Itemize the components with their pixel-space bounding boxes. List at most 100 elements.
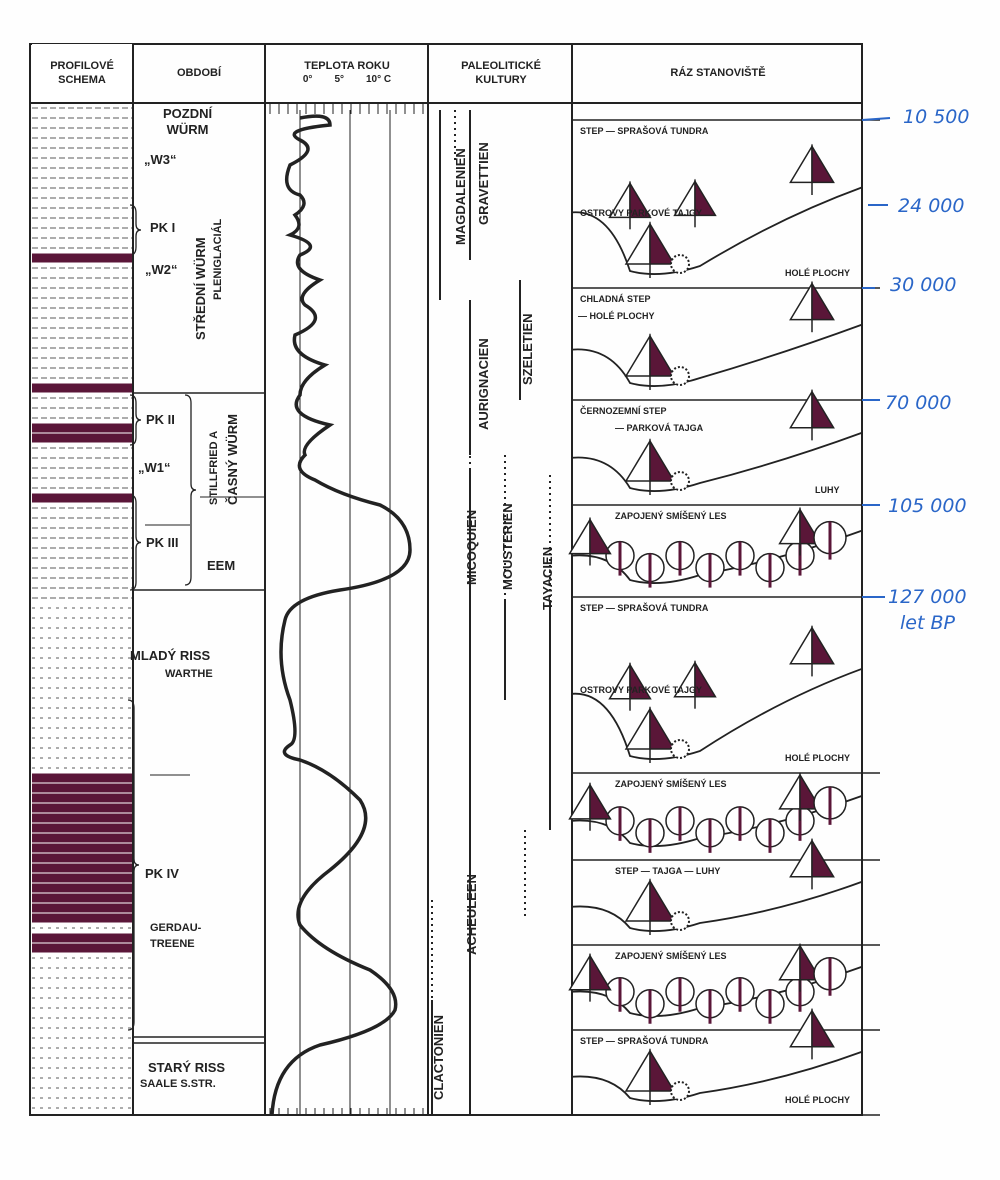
conifer-icon xyxy=(694,660,717,698)
conifer-icon xyxy=(589,782,612,820)
shrub-icon xyxy=(670,1081,690,1101)
habitat-label: CHLADNÁ STEP xyxy=(580,294,651,304)
habitat-label: ZAPOJENÝ SMÍŠENÝ LES xyxy=(615,779,727,789)
shrub-icon xyxy=(670,254,690,274)
conifer-icon xyxy=(649,878,676,922)
brace-pk3 xyxy=(129,494,142,591)
conifer-icon xyxy=(799,506,822,545)
conifer-icon xyxy=(589,953,612,991)
shrub-icon xyxy=(670,911,690,931)
period-w3: „W3“ xyxy=(144,152,177,167)
habitat-label: STEP — SPRAŠOVÁ TUNDRA xyxy=(580,1036,709,1046)
header-temperature: TEPLOTA ROKU 0° 5° 10° C xyxy=(266,44,428,102)
brace-stillfried xyxy=(184,394,197,586)
habitat-label: STEP — SPRAŠOVÁ TUNDRA xyxy=(580,603,709,613)
habitat-note: HOLÉ PLOCHY xyxy=(785,1095,851,1105)
conifer-icon xyxy=(799,772,822,810)
header-cultures-line1: PALEOLITICKÉ xyxy=(461,60,541,72)
header-period: OBDOBÍ xyxy=(134,44,264,102)
header-profile: PROFILOVÉ SCHEMA xyxy=(32,44,132,102)
period-pk1: PK I xyxy=(150,220,176,235)
header-cultures-line2: KULTURY xyxy=(475,74,527,86)
conifer-icon xyxy=(811,389,835,429)
conifer-icon xyxy=(624,878,651,922)
habitat-label: ZAPOJENÝ SMÍŠENÝ LES xyxy=(615,511,727,521)
period-warthe: WARTHE xyxy=(165,668,213,680)
habitat-note: HOLÉ PLOCHY xyxy=(785,753,851,763)
culture-gravettien: GRAVETTIEN xyxy=(476,142,491,225)
conifer-icon xyxy=(649,706,676,750)
conifer-icon xyxy=(624,333,651,377)
habitat-note: LUHY xyxy=(815,485,840,495)
conifer-icon xyxy=(811,143,835,184)
conifer-icon xyxy=(624,438,651,482)
brace-pk4 xyxy=(127,699,140,1031)
period-stillfried: STILLFRIED A xyxy=(208,430,220,505)
period-gerdau-treene: GERDAU-TREENE xyxy=(150,920,201,952)
conifer-icon xyxy=(629,180,652,219)
conifer-icon xyxy=(789,389,813,429)
period-stary-riss: STARÝ RISS xyxy=(148,1060,226,1075)
conifer-icon xyxy=(589,516,612,555)
conifer-icon xyxy=(778,943,801,981)
shrub-icon xyxy=(670,739,690,759)
header-temperature-text: TEPLOTA ROKU xyxy=(304,60,390,72)
period-w2: „W2“ xyxy=(145,262,178,277)
header-profile-line2: SCHEMA xyxy=(58,74,106,86)
conifer-icon xyxy=(649,221,676,265)
temperature-curve xyxy=(270,114,412,1116)
conifer-icon xyxy=(649,333,676,377)
conifer-icon xyxy=(624,706,651,750)
habitat-label: OSTROVY PARKOVÉ TAJGY xyxy=(580,208,703,218)
conifer-icon xyxy=(624,1048,651,1092)
culture-aurignacien: AURIGNACIEN xyxy=(476,338,491,430)
culture-szeletien: SZELETIEN xyxy=(520,313,535,385)
brace-pk2 xyxy=(129,394,142,446)
conifer-icon xyxy=(811,1008,835,1048)
conifer-icon xyxy=(789,625,813,665)
shrub-icon xyxy=(670,471,690,491)
culture-micoquien: MICOQUIEN xyxy=(464,509,479,585)
annotation-tick xyxy=(861,117,891,121)
conifer-icon xyxy=(629,662,652,700)
culture-mousterien: MOUSTERIEN xyxy=(500,503,515,590)
temp-tick-10: 10° C xyxy=(366,74,392,85)
period-pk3: PK III xyxy=(146,535,179,550)
conifer-icon xyxy=(811,838,835,878)
header-habitat: RÁZ STANOVIŠTĚ xyxy=(574,44,862,102)
terrain-profile xyxy=(571,880,863,932)
terrain-profile xyxy=(571,323,863,387)
temp-tick-5: 5° xyxy=(334,74,344,85)
annotation-127000: 127 000 xyxy=(888,586,967,608)
conifer-icon xyxy=(624,221,651,265)
annotation-30000: 30 000 xyxy=(890,274,957,296)
habitat-label: — HOLÉ PLOCHY xyxy=(578,311,655,321)
terrain-profile xyxy=(571,1050,863,1102)
conifer-icon xyxy=(789,838,813,878)
header-period-text: OBDOBÍ xyxy=(177,67,221,79)
terrain-profile xyxy=(571,667,863,760)
period-pleniglacial: PLENIGLACIÁL xyxy=(212,218,224,300)
period-eem: EEM xyxy=(207,558,236,573)
temp-tick-0: 0° xyxy=(302,74,313,85)
annotation-24000: 24 000 xyxy=(898,195,965,217)
conifer-icon xyxy=(789,1008,813,1048)
annotation-105000: 105 000 xyxy=(888,495,967,517)
period-pk4: PK IV xyxy=(145,866,179,881)
culture-tayacien: TAYACIEN xyxy=(540,546,555,610)
period-stredni-wurm: STŘEDNÍ WÜRM xyxy=(193,237,208,340)
culture-acheuleen: ACHEULEEN xyxy=(464,874,479,955)
conifer-icon xyxy=(811,280,835,321)
terrain-profile xyxy=(571,186,863,275)
header-cultures: PALEOLITICKÉ KULTURY xyxy=(430,44,572,102)
habitat-note: HOLÉ PLOCHY xyxy=(785,268,851,278)
culture-magdalenien: MAGDALENIEN xyxy=(453,148,468,245)
annotation-10500: 10 500 xyxy=(903,106,970,128)
habitat-label: OSTROVY PARKOVÉ TAJGY xyxy=(580,685,703,695)
conifer-icon xyxy=(799,943,822,981)
period-saale: SAALE S.STR. xyxy=(140,1078,216,1090)
header-habitat-text: RÁZ STANOVIŠTĚ xyxy=(670,67,766,79)
period-wurm: WÜRM xyxy=(166,122,209,137)
